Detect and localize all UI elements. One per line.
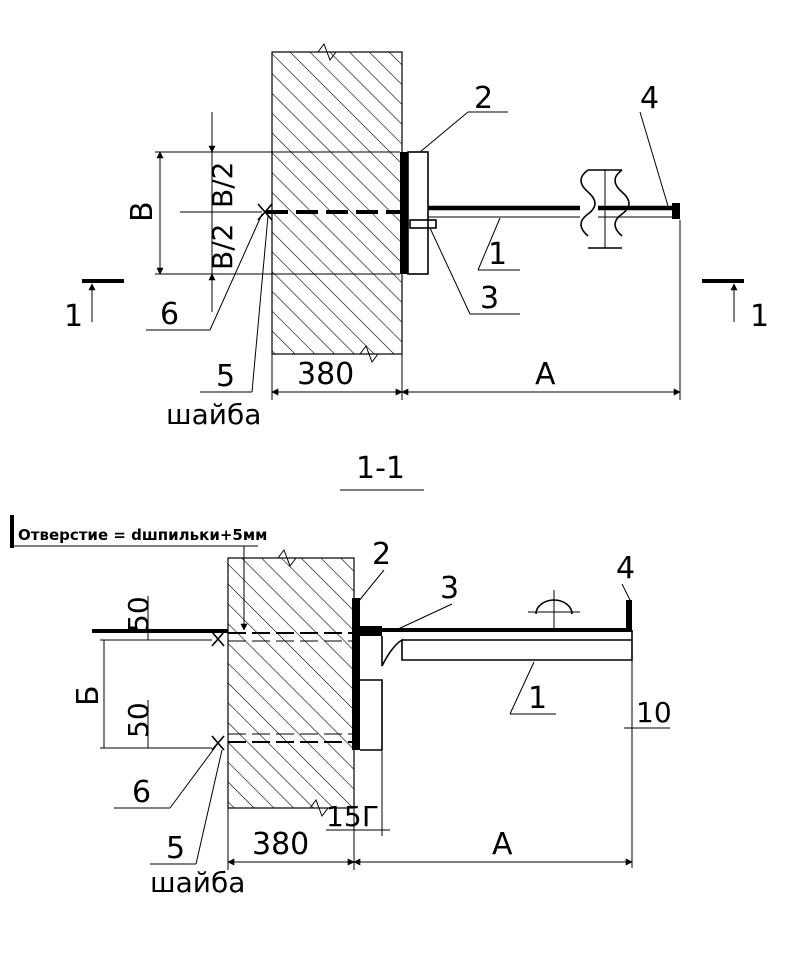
sec-label-2: 2 <box>372 537 391 572</box>
top-label-2: 2 <box>474 81 493 116</box>
dim-b-section: Б <box>71 685 106 706</box>
top-washer-label: шайба <box>166 398 261 431</box>
section-mark-left: 1 <box>64 299 83 334</box>
dim-b-half-upper: B/2 <box>206 162 239 208</box>
dim-15: 15 <box>326 800 362 833</box>
sec-washer-label: шайба <box>150 866 245 899</box>
section-view: 1-1 Отверстие = dшпильки+5мм <box>10 451 672 899</box>
sec-label-3: 3 <box>440 571 459 606</box>
dim-g: Г <box>362 800 379 833</box>
dim-380-section: 380 <box>252 827 309 862</box>
sec-label-5: 5 <box>166 831 185 866</box>
dim-50-top: 50 <box>122 596 155 632</box>
section-wall-hatch <box>227 557 355 809</box>
top-label-5: 5 <box>216 359 235 394</box>
sec-label-1: 1 <box>528 681 547 716</box>
top-plate <box>400 152 408 274</box>
dim-b-half-lower: B/2 <box>206 224 239 270</box>
section-mark-right: 1 <box>750 299 769 334</box>
dim-a-top: A <box>535 357 556 392</box>
dim-b: B <box>125 201 160 222</box>
dim-10: 10 <box>636 696 672 729</box>
sec-label-6: 6 <box>132 775 151 810</box>
top-wall-hatch <box>271 51 403 355</box>
hole-note: Отверстие = dшпильки+5мм <box>18 526 267 544</box>
dim-a-section: A <box>492 827 513 862</box>
dim-380-top: 380 <box>297 357 354 392</box>
top-label-4: 4 <box>640 81 659 116</box>
section-title: 1-1 <box>356 451 405 486</box>
sec-label-4: 4 <box>616 551 635 586</box>
top-label-1: 1 <box>488 237 507 272</box>
top-view: B B/2 B/2 380 A 2 4 1 3 6 5 ш <box>64 42 769 431</box>
top-label-6: 6 <box>160 297 179 332</box>
dim-50-bottom: 50 <box>122 702 155 738</box>
top-label-3: 3 <box>480 281 499 316</box>
